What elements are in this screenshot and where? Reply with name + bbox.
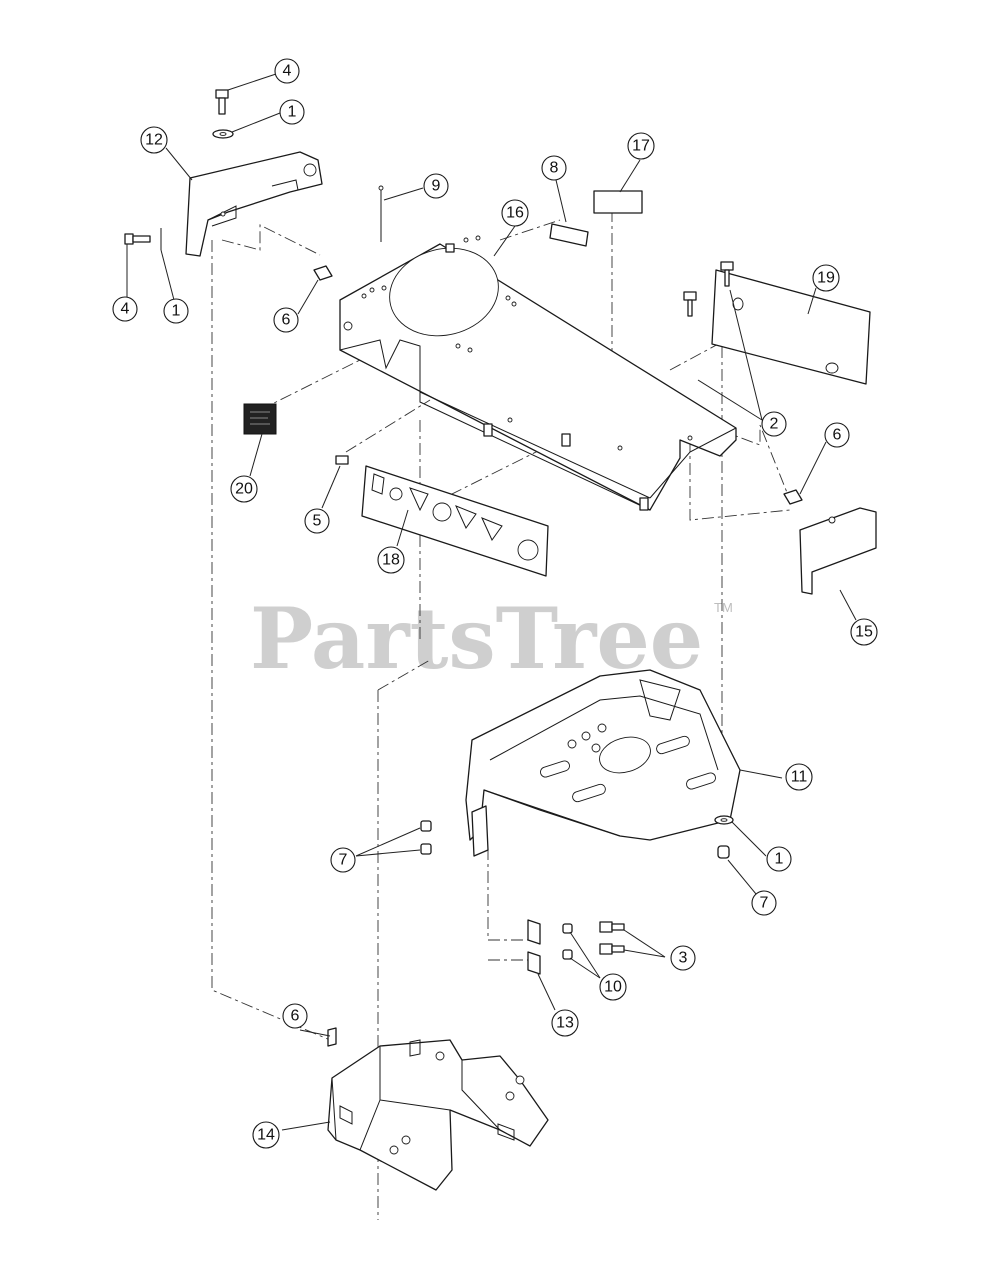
callout-6-right: 6 bbox=[824, 422, 850, 448]
part-6-clip-upper-left bbox=[313, 265, 333, 281]
part-4-bolt-top bbox=[215, 89, 229, 115]
part-5-bolt bbox=[335, 455, 349, 465]
part-6-clip-bottom bbox=[327, 1027, 337, 1047]
callout-2: 2 bbox=[761, 411, 787, 437]
callout-label: 1 bbox=[288, 104, 297, 121]
part-10-spacers bbox=[562, 923, 573, 960]
part-12-side-shield bbox=[185, 151, 323, 257]
callout-4-top: 4 bbox=[274, 58, 300, 84]
part-8-decal bbox=[549, 223, 589, 247]
callout-label: 4 bbox=[283, 63, 292, 80]
callout-label: 12 bbox=[145, 132, 163, 149]
part-17-label bbox=[593, 190, 643, 214]
part-1-washer-top bbox=[212, 129, 234, 139]
callout-1-top: 1 bbox=[279, 99, 305, 125]
callout-7-right: 7 bbox=[751, 890, 777, 916]
callout-label: 3 bbox=[679, 950, 688, 967]
callout-label: 14 bbox=[257, 1127, 275, 1144]
watermark-text: PartsTree bbox=[250, 589, 703, 688]
part-13-brackets bbox=[527, 919, 541, 975]
leader-lines bbox=[126, 73, 857, 1131]
callout-label: 6 bbox=[282, 312, 291, 329]
part-1-washer-right bbox=[714, 815, 734, 825]
callout-label: 16 bbox=[506, 205, 524, 222]
watermark-trademark: TM bbox=[714, 600, 733, 615]
part-7-nut-right bbox=[717, 845, 730, 859]
callout-1-left: 1 bbox=[163, 298, 189, 324]
callout-label: 7 bbox=[339, 852, 348, 869]
callout-label: 20 bbox=[235, 481, 253, 498]
callout-label: 19 bbox=[817, 270, 835, 287]
part-11-base-plate bbox=[465, 669, 741, 857]
callout-4-left: 4 bbox=[112, 296, 138, 322]
callout-6-bottom: 6 bbox=[282, 1003, 308, 1029]
callout-label: 1 bbox=[775, 851, 784, 868]
callout-11: 11 bbox=[785, 763, 813, 791]
callout-label: 15 bbox=[855, 624, 873, 641]
callout-label: 11 bbox=[791, 769, 808, 786]
callout-label: 7 bbox=[760, 895, 769, 912]
callout-17: 17 bbox=[627, 132, 655, 160]
part-7-nuts-left bbox=[420, 820, 432, 855]
part-15-cover bbox=[799, 507, 877, 595]
callout-label: 1 bbox=[172, 303, 181, 320]
part-20-decal bbox=[243, 403, 277, 435]
part-18-warning-decal bbox=[361, 465, 549, 577]
callout-15: 15 bbox=[850, 618, 878, 646]
part-16-console-panel bbox=[339, 235, 737, 511]
part-14-lower-bracket bbox=[327, 1039, 549, 1191]
callout-label: 18 bbox=[382, 552, 400, 569]
callout-label: 10 bbox=[604, 979, 622, 996]
callout-label: 9 bbox=[432, 178, 441, 195]
callout-14: 14 bbox=[252, 1121, 280, 1149]
callout-6-upper-left: 6 bbox=[273, 307, 299, 333]
callout-label: 2 bbox=[770, 416, 779, 433]
part-3-bolts bbox=[599, 921, 625, 955]
callout-12: 12 bbox=[140, 126, 168, 154]
callout-label: 5 bbox=[313, 513, 322, 530]
callout-10: 10 bbox=[599, 973, 627, 1001]
callout-20: 20 bbox=[230, 475, 258, 503]
callout-label: 6 bbox=[833, 427, 842, 444]
callout-5: 5 bbox=[304, 508, 330, 534]
callout-label: 13 bbox=[556, 1015, 574, 1032]
part-2-bolts bbox=[683, 261, 734, 317]
callout-1-right: 1 bbox=[766, 846, 792, 872]
callout-7-left: 7 bbox=[330, 847, 356, 873]
part-6-clip-right bbox=[783, 489, 803, 505]
callout-13: 13 bbox=[551, 1009, 579, 1037]
callout-9: 9 bbox=[423, 173, 449, 199]
part-9-pin bbox=[378, 185, 384, 242]
callout-8: 8 bbox=[541, 155, 567, 181]
part-19-decal-strip bbox=[711, 269, 871, 385]
callout-label: 4 bbox=[121, 301, 130, 318]
part-4-bolt-left bbox=[124, 233, 151, 245]
callout-19: 19 bbox=[812, 264, 840, 292]
callout-label: 17 bbox=[632, 138, 650, 155]
callout-label: 6 bbox=[291, 1008, 300, 1025]
callout-18: 18 bbox=[377, 546, 405, 574]
callout-3: 3 bbox=[670, 945, 696, 971]
callout-label: 8 bbox=[550, 160, 559, 177]
callout-16: 16 bbox=[501, 199, 529, 227]
